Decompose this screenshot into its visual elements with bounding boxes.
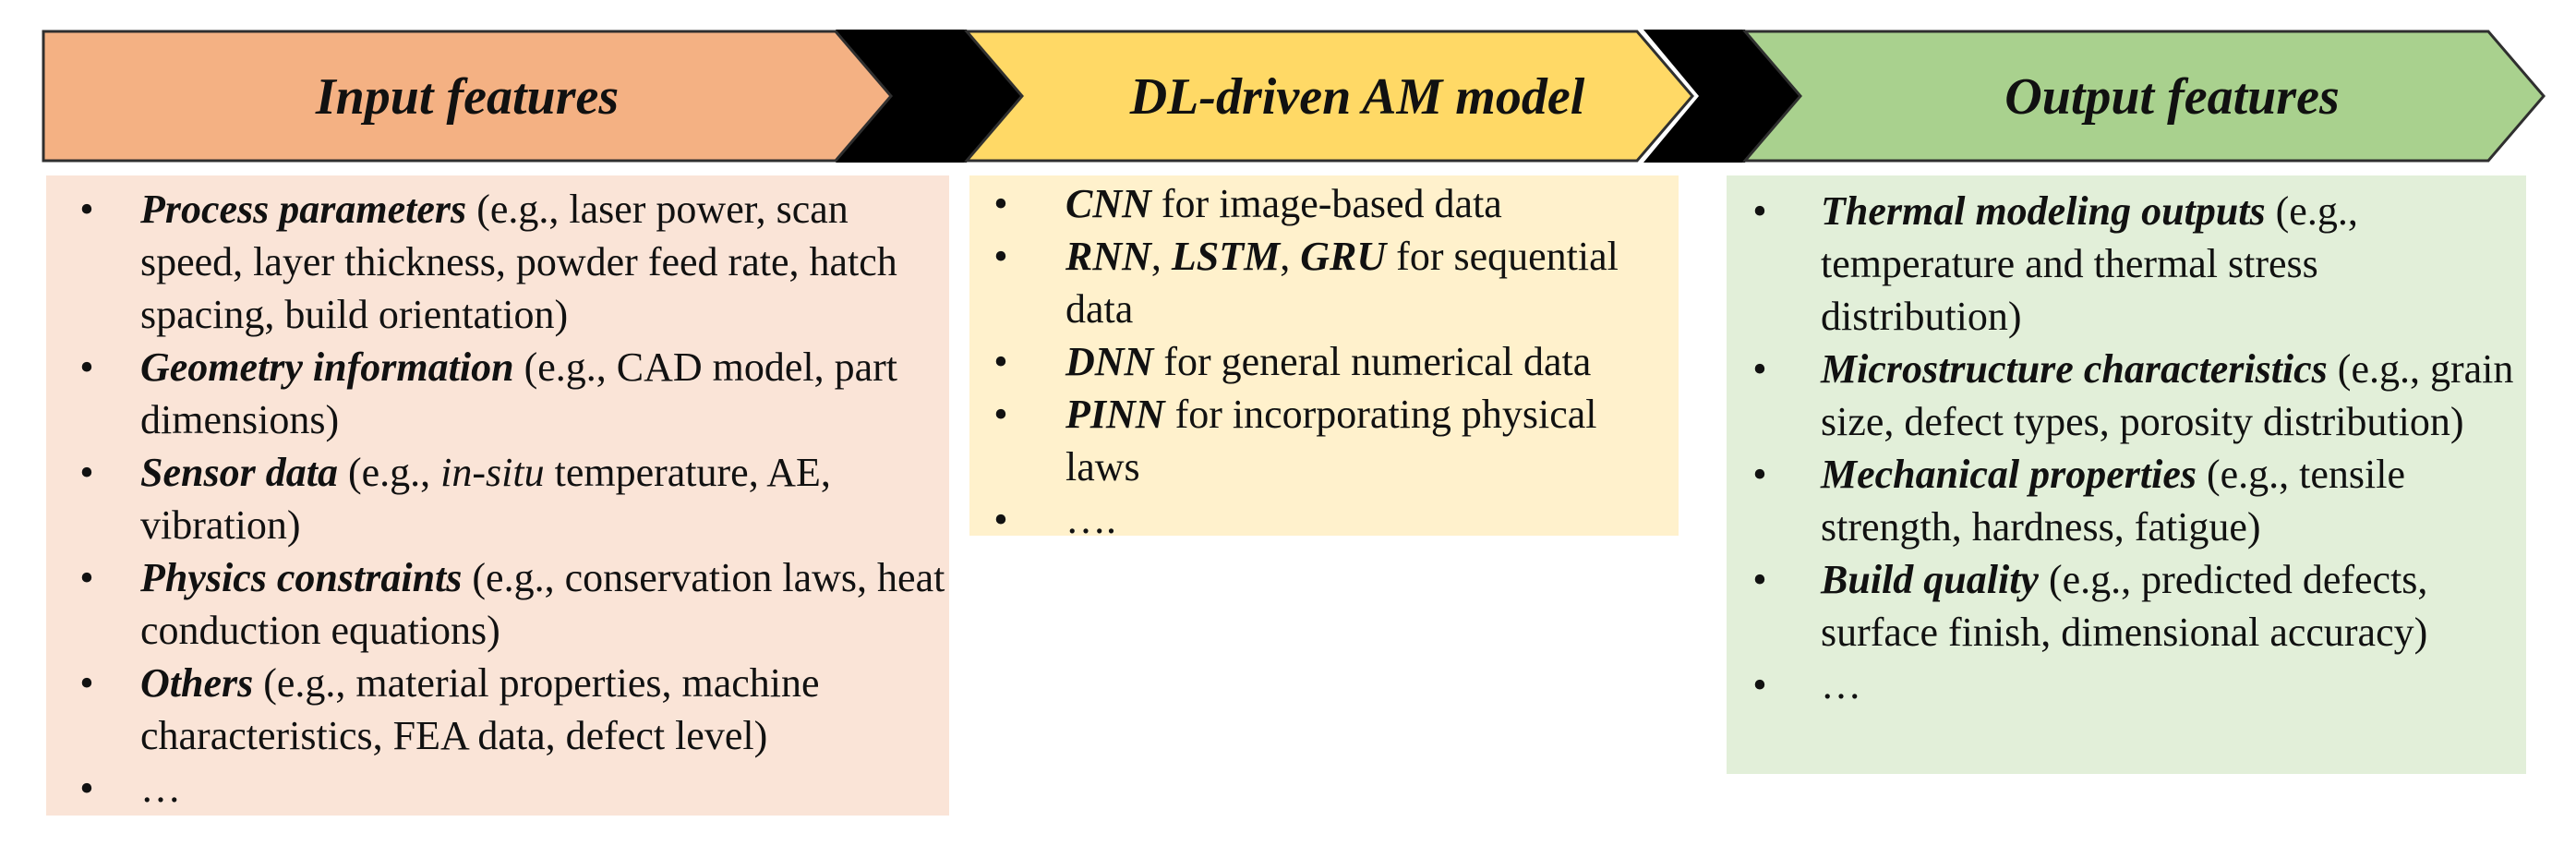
item-term: LSTM	[1171, 234, 1281, 279]
bullet: •	[1752, 188, 1767, 234]
list-item: • CNN for image-based data	[969, 177, 1679, 230]
item-term: Others	[140, 660, 254, 706]
list-item: •…	[46, 762, 949, 815]
bullet: •	[79, 344, 94, 390]
input-features-list-box: • Process parameters (e.g., laser power, …	[46, 175, 949, 816]
bullet: •	[79, 450, 94, 495]
output-features-list-box: • Thermal modeling outputs (e.g., tempera…	[1727, 175, 2526, 774]
item-term: RNN	[1065, 234, 1151, 279]
bullet: •	[993, 392, 1008, 437]
item-description: (e.g., laser power, scan speed, layer th…	[140, 187, 897, 337]
item-description: (e.g., conservation laws, heat conductio…	[140, 555, 945, 653]
dl-model-title: DL-driven AM model	[1129, 68, 1585, 126]
list-item: • Mechanical properties (e.g., tensile st…	[1727, 448, 2526, 553]
item-description: (e.g., predicted defects, surface finish…	[1821, 557, 2428, 655]
output-features-title: Output features	[2004, 68, 2340, 126]
bullet: •	[993, 497, 1008, 542]
item-description-prefix: (e.g.,	[337, 450, 441, 495]
bullet: •	[1752, 346, 1767, 392]
item-italic-term: in-situ	[440, 450, 545, 495]
list-item: • Build quality (e.g., predicted defects,…	[1727, 553, 2526, 659]
item-separator: ,	[1280, 234, 1301, 279]
list-item: • PINN for incorporating physical laws	[969, 388, 1679, 493]
item-description: (e.g., temperature and thermal stress di…	[1821, 188, 2358, 339]
item-term: Thermal modeling outputs	[1821, 188, 2266, 234]
item-description: for general numerical data	[1153, 339, 1592, 384]
item-term: Geometry information	[140, 344, 514, 390]
bullet: •	[79, 766, 94, 811]
dl-model-list: • CNN for image-based data • RNN, LSTM, GR…	[969, 177, 1679, 546]
input-features-title: Input features	[315, 68, 620, 126]
list-item: • Process parameters (e.g., laser power, …	[46, 183, 949, 341]
output-features-list: • Thermal modeling outputs (e.g., tempera…	[1727, 185, 2526, 711]
item-term: GRU	[1300, 234, 1387, 279]
item-ellipsis: ….	[1065, 497, 1116, 542]
item-description: (e.g., material properties, machine char…	[140, 660, 820, 758]
output-stage-arrow	[1741, 30, 2546, 163]
item-term: CNN	[1065, 181, 1151, 226]
item-term: Physics constraints	[140, 555, 463, 600]
bullet: •	[993, 339, 1008, 384]
item-term: Mechanical properties	[1821, 452, 2197, 497]
item-term: DNN	[1065, 339, 1154, 384]
bullet: •	[993, 234, 1008, 279]
model-stage-arrow	[963, 30, 1694, 163]
item-term: PINN	[1065, 392, 1165, 437]
list-item: • Sensor data (e.g., in-situ temperature,…	[46, 446, 949, 551]
list-item: • Physics constraints (e.g., conservation…	[46, 551, 949, 657]
list-item: • Others (e.g., material properties, mach…	[46, 657, 949, 762]
bullet: •	[79, 187, 94, 232]
bullet: •	[79, 555, 94, 600]
list-item: • ….	[969, 493, 1679, 546]
item-description: (e.g., tensile strength, hardness, fatig…	[1821, 452, 2406, 550]
item-description: temperature, AE, vibration)	[140, 450, 831, 548]
item-term: Build quality	[1821, 557, 2039, 602]
connector-chevron-1	[836, 30, 1022, 163]
list-item: • DNN for general numerical data	[969, 335, 1679, 388]
item-description: (e.g., CAD model, part dimensions)	[140, 344, 898, 442]
list-item: • Geometry information (e.g., CAD model, …	[46, 341, 949, 446]
bullet: •	[1752, 557, 1767, 602]
item-description: for sequential data	[1065, 234, 1619, 332]
item-term: Sensor data	[140, 450, 338, 495]
bullet: •	[79, 660, 94, 706]
input-stage-arrow	[42, 30, 893, 163]
bullet: •	[1752, 452, 1767, 497]
list-item: • Microstructure characteristics (e.g., g…	[1727, 343, 2526, 448]
item-separator: ,	[1150, 234, 1172, 279]
item-description: for incorporating physical laws	[1065, 392, 1597, 489]
bullet: •	[993, 181, 1008, 226]
item-description: (e.g., grain size, defect types, porosit…	[1821, 346, 2514, 444]
input-features-list: • Process parameters (e.g., laser power, …	[46, 183, 949, 815]
item-ellipsis: …	[1821, 662, 1861, 707]
list-item: • RNN, LSTM, GRU for sequential data	[969, 230, 1679, 335]
dl-model-list-box: • CNN for image-based data • RNN, LSTM, GR…	[969, 175, 1679, 542]
list-item: •…	[1727, 659, 2526, 711]
bullet: •	[1752, 662, 1767, 707]
item-term: Process parameters	[140, 187, 467, 232]
list-item: • Thermal modeling outputs (e.g., tempera…	[1727, 185, 2526, 343]
item-ellipsis: …	[140, 766, 181, 811]
item-description: for image-based data	[1150, 181, 1502, 226]
connector-chevron-2	[1643, 30, 1800, 163]
item-term: Microstructure characteristics	[1821, 346, 2328, 392]
